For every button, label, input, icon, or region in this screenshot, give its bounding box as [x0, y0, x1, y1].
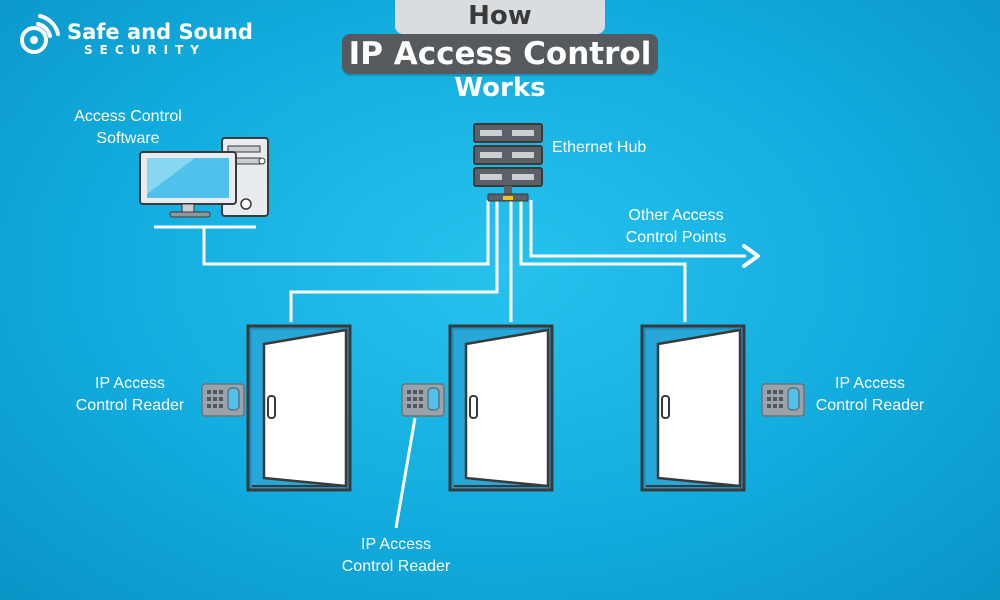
label-other-line1: Other Access: [628, 207, 724, 224]
logo-tagline: SECURITY: [84, 43, 206, 57]
label-reader-left-line1: IP Access: [95, 375, 165, 392]
connection-lines: [202, 200, 746, 529]
logo-name: Safe and Sound: [67, 20, 253, 44]
label-software-line1: Access Control: [74, 108, 182, 125]
door-middle-icon: [448, 324, 554, 492]
label-other-access-points: Other Access Control Points: [606, 205, 746, 249]
line-reader-callout: [394, 417, 417, 529]
line-to-computer: [202, 200, 490, 266]
computer-icon: [139, 137, 269, 229]
label-software-line2: Software: [96, 130, 160, 147]
label-hub-text: Ethernet Hub: [552, 139, 647, 156]
ethernet-hub-icon: [473, 123, 543, 202]
label-reader-left: IP Access Control Reader: [60, 373, 200, 417]
label-ethernet-hub: Ethernet Hub: [552, 137, 646, 159]
keypad-reader-left-icon: [201, 383, 245, 417]
title-how: How: [395, 0, 605, 34]
label-reader-right-line1: IP Access: [835, 375, 905, 392]
label-reader-middle: IP Access Control Reader: [326, 534, 466, 578]
title-works: Works: [454, 73, 546, 103]
label-reader-left-line2: Control Reader: [75, 397, 185, 414]
door-left-icon: [246, 324, 352, 492]
door-right-icon: [640, 324, 746, 492]
keypad-reader-middle-icon: [401, 383, 445, 417]
label-reader-right: IP Access Control Reader: [800, 373, 940, 417]
page-title: IP Access Control: [342, 34, 658, 74]
wifi-shield-icon: [20, 14, 60, 54]
label-reader-right-line2: Control Reader: [815, 397, 925, 414]
line-to-door-right: [519, 200, 687, 322]
keypad-reader-right-icon: [761, 383, 805, 417]
label-other-line2: Control Points: [625, 229, 727, 246]
label-reader-middle-line2: Control Reader: [341, 558, 451, 575]
label-reader-middle-line1: IP Access: [361, 536, 431, 553]
line-to-door-left: [289, 200, 499, 322]
arrow-right-icon: [742, 244, 760, 268]
label-access-control-software: Access Control Software: [58, 106, 198, 150]
line-to-other-points: [529, 200, 746, 258]
